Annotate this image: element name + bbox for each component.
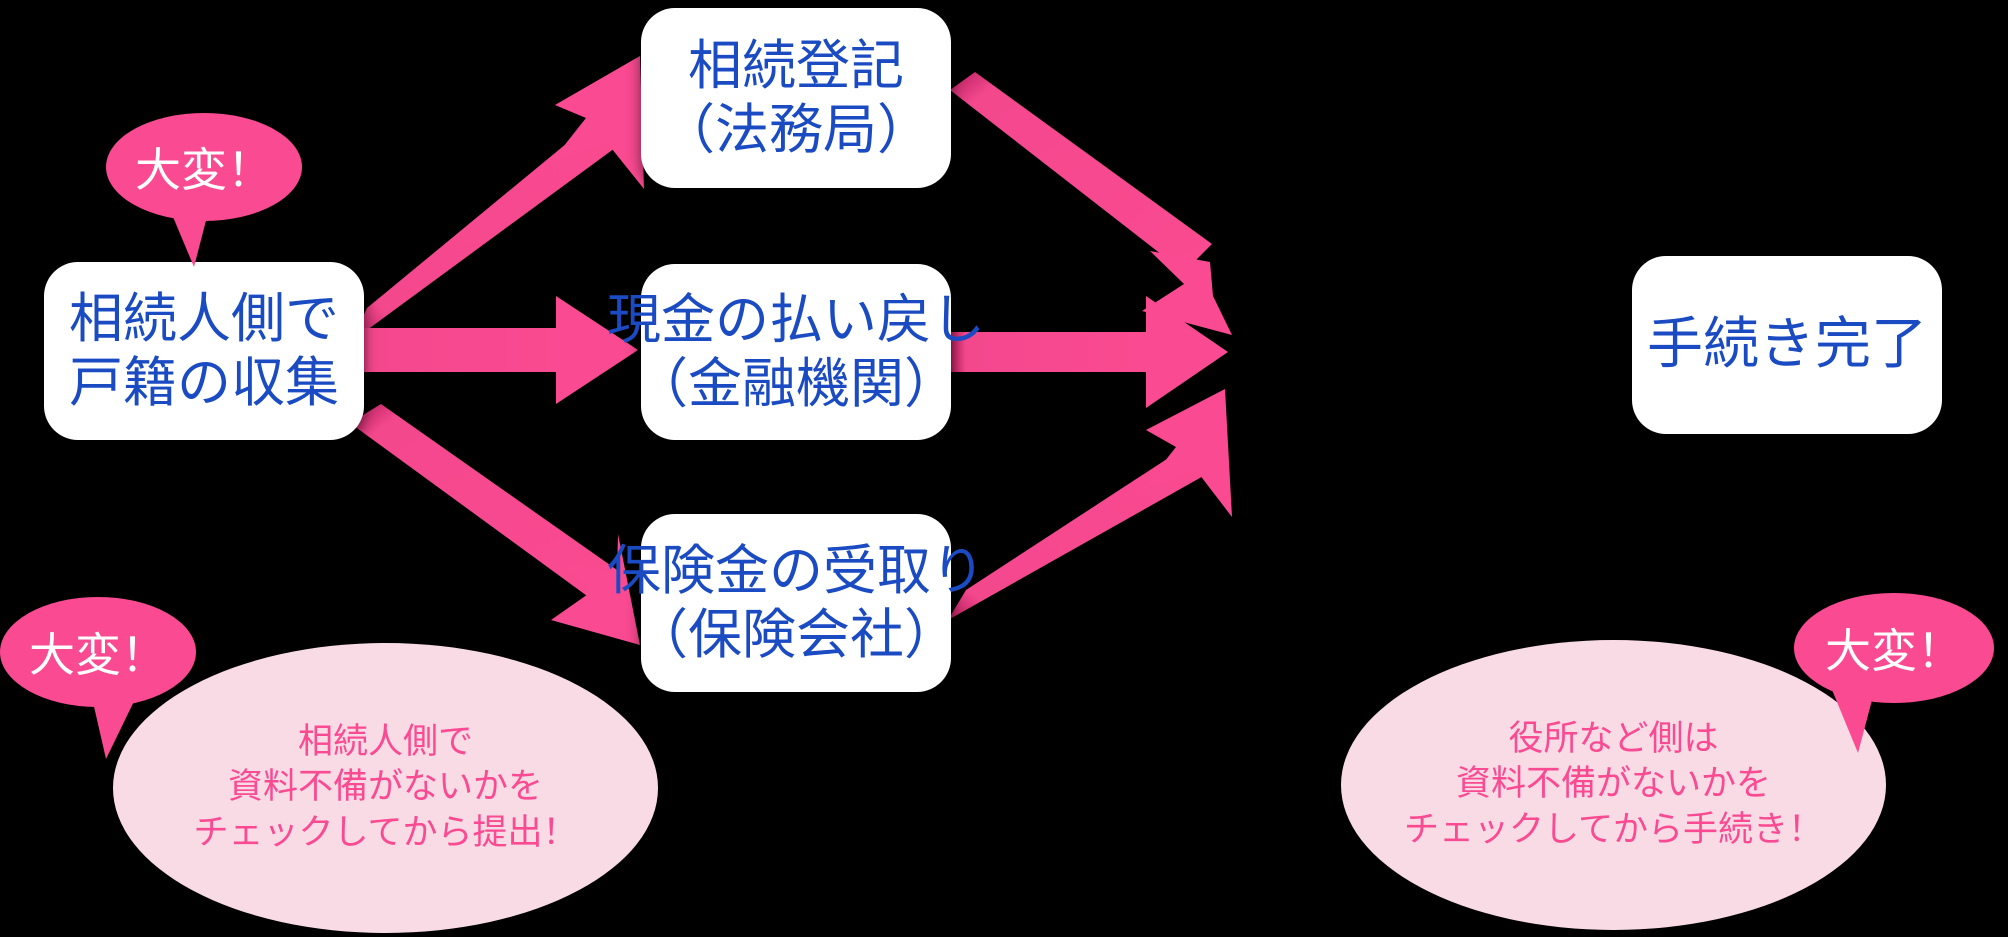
note-right: 役所など側は 資料不備がないかを チェックしてから手続き！	[1341, 640, 1886, 930]
speech-bubble-body	[0, 597, 196, 707]
node-cash-line-1: 現金の払い戻し	[607, 288, 985, 352]
arrow-registration-to-complete	[950, 72, 1232, 335]
node-source: 相続人側で 戸籍の収集	[44, 262, 364, 440]
note-right-line-3: チェックしてから手続き！	[1404, 809, 1823, 850]
speech-bubble-body	[106, 113, 302, 221]
node-insurance-line-2: （保険会社）	[634, 603, 958, 666]
note-left-line-1: 相続人側で	[297, 721, 473, 762]
speech-bubble-top-left: 大変！	[106, 113, 302, 267]
node-complete: 手続き完了	[1632, 256, 1942, 434]
arrow-source-to-insurance	[350, 404, 640, 645]
node-insurance: 保険金の受取り （保険会社）	[607, 514, 985, 692]
speech-bubble-bottom-left: 大変！	[0, 597, 196, 759]
node-source-line-2: 戸籍の収集	[69, 351, 339, 414]
speech-bubble-tail-icon	[168, 205, 210, 267]
node-source-line-1: 相続人側で	[69, 287, 339, 351]
node-insurance-line-1: 保険金の受取り	[607, 539, 985, 603]
node-cash: 現金の払い戻し （金融機関）	[607, 264, 985, 440]
node-cash-line-2: （金融機関）	[634, 352, 958, 415]
speech-bubble-tail-icon	[1830, 685, 1876, 753]
arrow-source-to-registration	[352, 56, 644, 341]
speech-bubble-tail-icon	[90, 689, 140, 759]
speech-bubble-bottom-left-label: 大変！	[29, 628, 167, 682]
note-left-line-2: 資料不備がないかを	[227, 767, 543, 808]
node-complete-line-1: 手続き完了	[1647, 311, 1927, 377]
arrow-cash-to-complete	[950, 296, 1228, 408]
speech-bubble-body	[1794, 593, 1994, 703]
note-right-line-1: 役所など側は	[1508, 718, 1719, 759]
arrow-source-to-cash	[352, 296, 638, 404]
note-left-line-3: チェックしてから提出！	[193, 812, 578, 853]
speech-bubble-bottom-right-label: 大変！	[1825, 624, 1963, 678]
note-left: 相続人側で 資料不備がないかを チェックしてから提出！	[113, 643, 658, 933]
arrow-insurance-to-complete	[948, 389, 1232, 620]
speech-bubble-top-left-label: 大変！	[135, 143, 273, 197]
node-registration: 相続登記 （法務局）	[641, 8, 951, 188]
note-right-line-2: 資料不備がないかを	[1455, 764, 1771, 805]
node-registration-line-2: （法務局）	[661, 98, 931, 161]
speech-bubble-bottom-right: 大変！	[1794, 593, 1994, 753]
node-registration-line-1: 相続登記	[688, 34, 904, 98]
